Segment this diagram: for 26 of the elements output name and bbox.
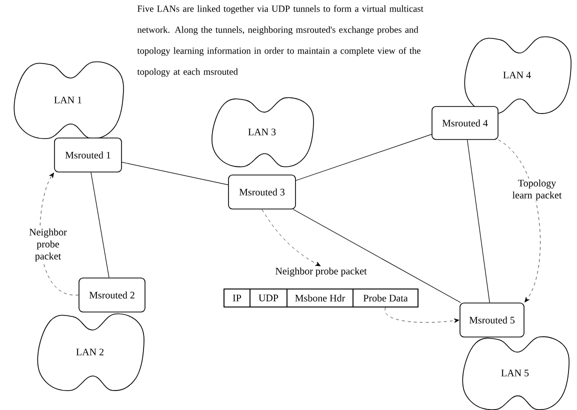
tunnel-line bbox=[467, 140, 490, 303]
tunnel-line bbox=[292, 209, 462, 303]
caption: Five LANs are linked together via UDP tunnels to form a virtual multicast network. Along the tunnels, neighboring msrouted's exchange probes and topology learning information in order to maintain a complete view of the topology at each msrouted bbox=[137, 5, 424, 77]
tunnel-line bbox=[296, 134, 432, 181]
edge-label: Topology learn packet bbox=[512, 179, 562, 201]
dashed-arrow bbox=[498, 140, 540, 302]
edge-label: Neighbor probe packet bbox=[29, 228, 67, 262]
header-cell: UDP bbox=[250, 288, 288, 308]
tunnel-line bbox=[90, 172, 110, 278]
dashed-arrow bbox=[262, 209, 321, 266]
tunnel-line bbox=[122, 162, 228, 186]
lan-cloud: LAN 1 bbox=[14, 61, 124, 140]
lan-cloud: LAN 2 bbox=[37, 313, 144, 392]
router-box: Msrouted 1 bbox=[54, 138, 122, 172]
router-box: Msrouted 5 bbox=[460, 302, 524, 338]
header-cell: Msbone Hdr bbox=[286, 288, 354, 308]
lan-cloud: LAN 5 bbox=[462, 336, 570, 410]
router-box: Msrouted 3 bbox=[228, 174, 296, 210]
router-box: Msrouted 2 bbox=[78, 278, 146, 312]
dashed-arrow bbox=[384, 307, 460, 323]
lan-cloud: LAN 3 bbox=[212, 97, 314, 168]
packet-heading: Neighbor probe packet bbox=[275, 267, 367, 277]
header-cell: IP bbox=[224, 288, 250, 308]
header-cell: Probe Data bbox=[352, 288, 418, 308]
lan-cloud: LAN 4 bbox=[464, 36, 572, 114]
router-box: Msrouted 4 bbox=[432, 106, 498, 140]
